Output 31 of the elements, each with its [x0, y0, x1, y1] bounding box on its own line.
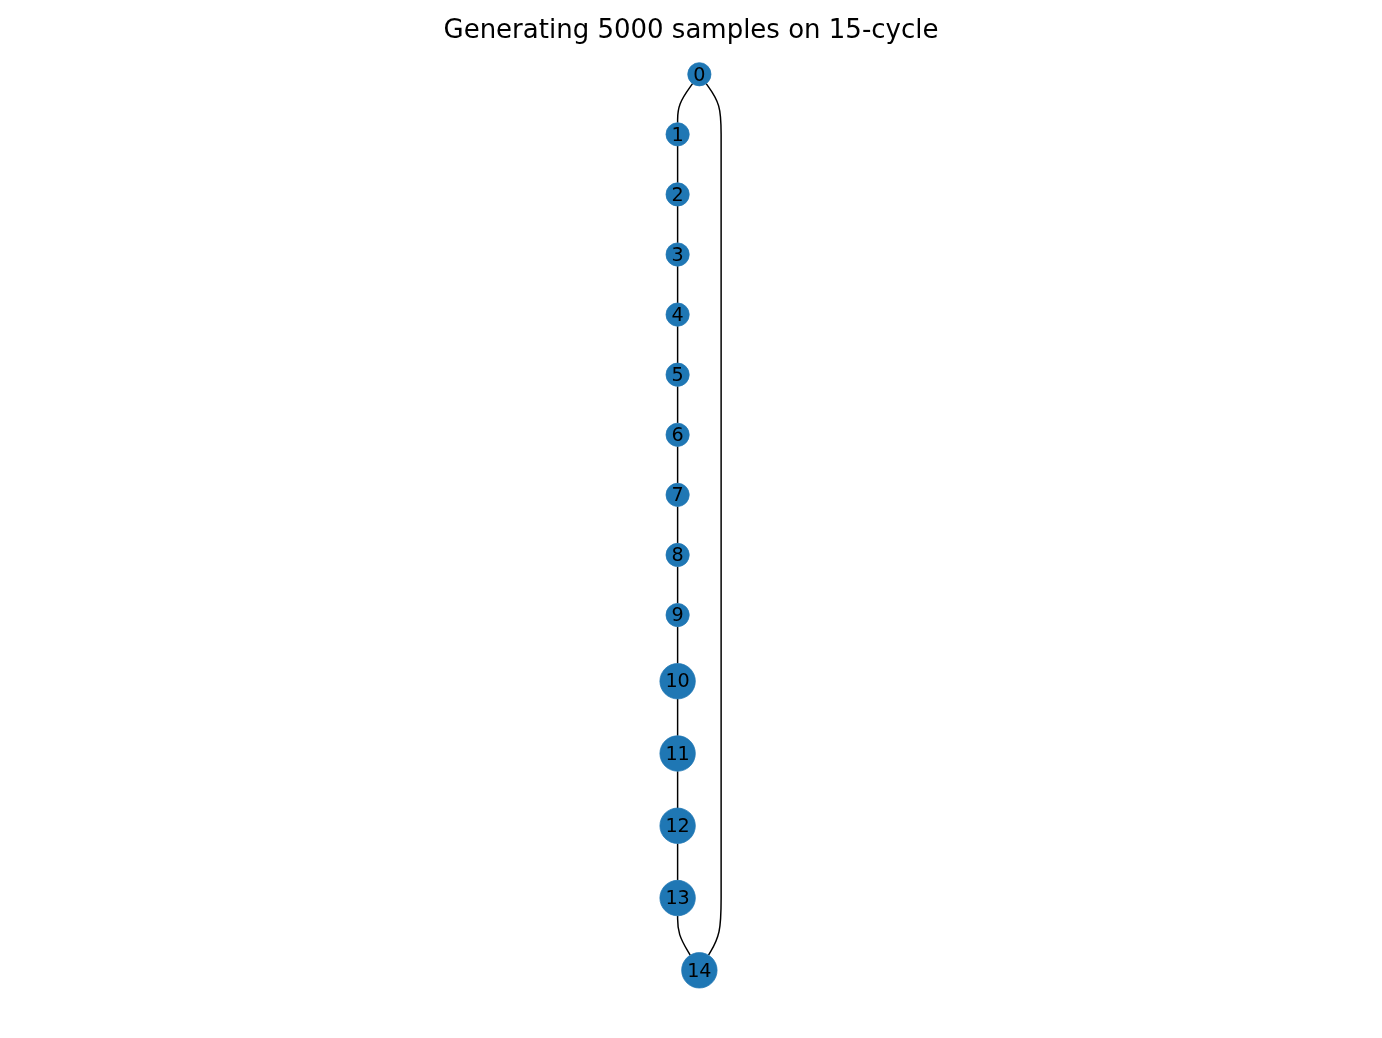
connector — [677, 445, 679, 484]
node-circle: 2 — [666, 182, 691, 207]
connector — [677, 205, 679, 244]
diagram-title: Generating 5000 samples on 15-cycle — [442, 14, 940, 44]
node-circle: 11 — [660, 735, 697, 772]
node-circle: 7 — [666, 482, 691, 507]
node-circle: 9 — [666, 603, 691, 628]
node-circle: 10 — [660, 663, 697, 700]
connector — [677, 565, 679, 605]
connector — [677, 145, 679, 184]
connector — [677, 265, 679, 304]
node-circle: 6 — [666, 422, 691, 447]
connector — [677, 325, 679, 364]
connector — [677, 770, 679, 809]
node-circle: 14 — [681, 952, 718, 989]
connector — [677, 698, 679, 737]
connector — [677, 915, 692, 956]
node-circle: 4 — [666, 302, 691, 327]
connector — [705, 82, 723, 956]
node-circle: 13 — [660, 880, 697, 917]
connector — [677, 505, 679, 545]
node-circle: 12 — [660, 807, 697, 844]
connector — [677, 842, 679, 882]
node-circle: 5 — [666, 362, 691, 387]
node-circle: 8 — [666, 543, 691, 567]
node-circle: 0 — [687, 62, 712, 87]
node-circle: 3 — [666, 242, 691, 267]
connector — [677, 385, 679, 424]
node-circle: 1 — [666, 122, 691, 147]
connector — [677, 625, 679, 665]
connector — [677, 82, 694, 124]
